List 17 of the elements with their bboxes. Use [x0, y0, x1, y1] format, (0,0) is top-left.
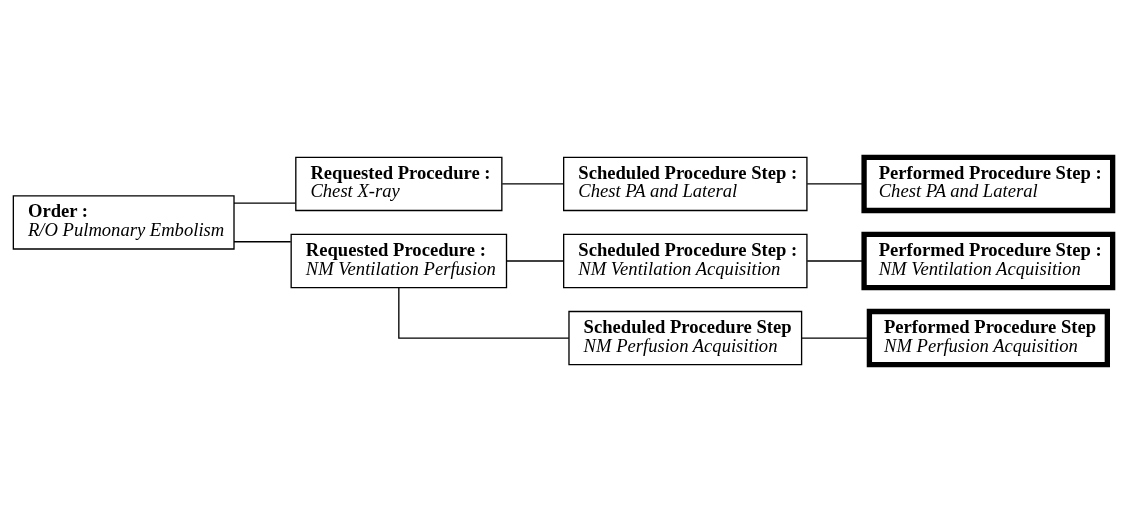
connector	[806, 259, 865, 262]
connector	[233, 240, 292, 242]
node-box: Scheduled Procedure Step : NM Ventilation Acquisition	[563, 233, 808, 288]
connector	[233, 202, 297, 204]
node-box: Performed Procedure Step : Chest PA and Lateral	[861, 154, 1116, 213]
connector	[501, 182, 565, 185]
connector	[806, 182, 865, 185]
connector	[801, 336, 870, 339]
node-box: Requested Procedure : Chest X-ray	[295, 156, 503, 211]
connector	[506, 259, 565, 262]
node-box: Scheduled Procedure Step NM Perfusion Acquisition	[568, 310, 803, 365]
connector	[398, 286, 570, 339]
node-box: Scheduled Procedure Step : Chest PA and Lateral	[563, 156, 808, 211]
node-box: Requested Procedure : NM Ventilation Perfusion	[290, 233, 508, 288]
node-box: Order : R/O Pulmonary Embolism	[12, 194, 235, 250]
node-box: Performed Procedure Step NM Perfusion Acquisition	[866, 308, 1110, 367]
node-box: Performed Procedure Step : NM Ventilation Acquisition	[861, 231, 1116, 290]
